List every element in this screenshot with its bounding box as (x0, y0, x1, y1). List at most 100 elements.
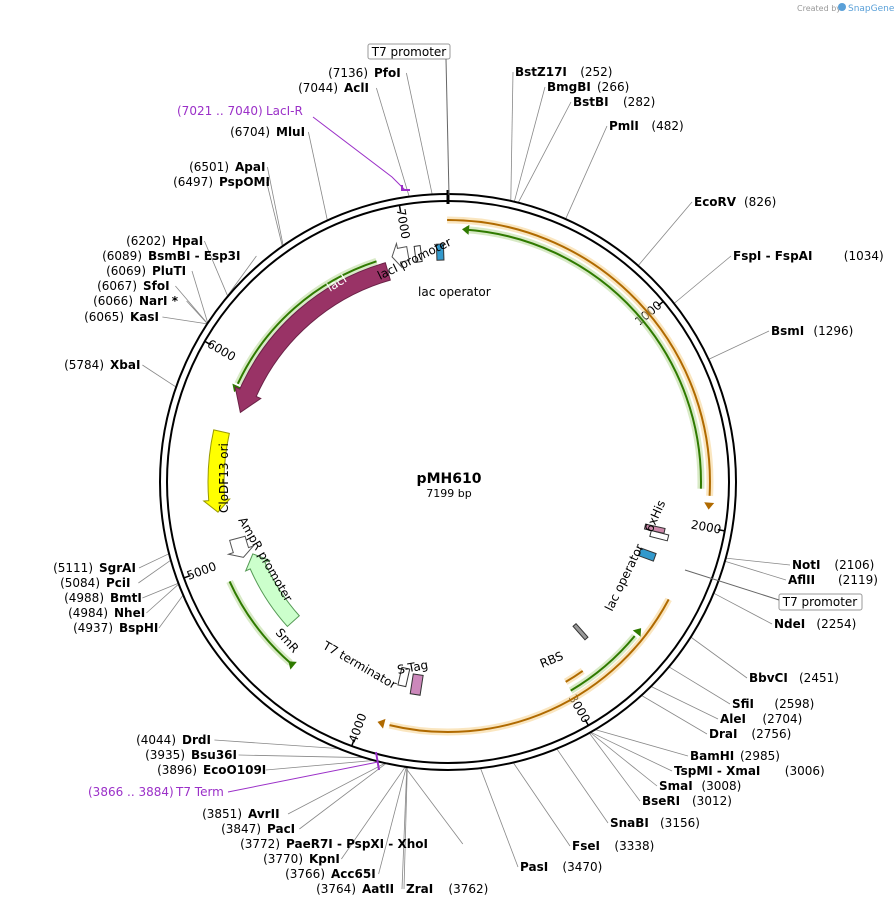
site-leader (595, 729, 689, 757)
restriction-site-fsei[interactable]: FseI(3338) (572, 839, 654, 853)
restriction-site-pasi[interactable]: PasI(3470) (520, 860, 602, 874)
orf-bottom-green-a[interactable] (570, 635, 636, 692)
restriction-site-sgrai[interactable]: SgrAI(5111) (53, 561, 136, 575)
orf-bottom-orange-halo (388, 597, 672, 736)
site-leader (404, 766, 464, 845)
restriction-site-fspi[interactable]: FspI - FspAI(1034) (733, 249, 884, 263)
site-position: (2254) (816, 617, 856, 631)
s-tag-feature[interactable] (409, 673, 424, 696)
lac-operator-top-feature[interactable] (435, 243, 445, 261)
site-name: TspMI - XmaI (674, 764, 760, 778)
restriction-site-bsphi[interactable]: BspHI(4937) (73, 621, 158, 635)
t7-promoter-top-label[interactable]: T7 promoter (371, 45, 447, 59)
t7-promoter-right-leader (684, 569, 780, 601)
restriction-site-acli[interactable]: AclI(7044) (298, 81, 369, 95)
restriction-site-ecorv[interactable]: EcoRV(826) (694, 195, 776, 209)
site-name: PmlI (609, 119, 639, 133)
restriction-site-snabi[interactable]: SnaBI(3156) (610, 816, 700, 830)
t7-term-range: (3866 .. 3884) (88, 785, 174, 799)
site-name: EcoO109I (203, 763, 266, 777)
site-name: PciI (106, 576, 131, 590)
ampr-promoter-arrow[interactable] (226, 535, 255, 558)
restriction-site-mlui[interactable]: MluI(6704) (230, 125, 305, 139)
restriction-site-bbvci[interactable]: BbvCI(2451) (749, 671, 839, 685)
laci-arrow[interactable] (234, 262, 391, 414)
t7-promoter-right-box[interactable] (778, 593, 863, 611)
his-tag-feature[interactable] (643, 523, 666, 535)
restriction-site-pmli[interactable]: PmlI(482) (609, 119, 684, 133)
restriction-site-sfii[interactable]: SfiI(2598) (732, 697, 814, 711)
restriction-site-aflii[interactable]: AflII(2119) (788, 573, 878, 587)
restriction-site-bmgbi[interactable]: BmgBI(266) (547, 80, 629, 94)
site-position: (3012) (692, 794, 732, 808)
site-position: (282) (623, 95, 655, 109)
restriction-site-bamhi[interactable]: BamHI(2985) (690, 749, 780, 763)
restriction-site-bsmi[interactable]: BsmI(1296) (771, 324, 853, 338)
restriction-site-nari[interactable]: NarI *(6066) (93, 294, 179, 308)
restriction-site-pspomi[interactable]: PspOMI(6497) (173, 175, 270, 189)
restriction-site-pcii[interactable]: PciI(5084) (60, 576, 130, 590)
restriction-site-hpai[interactable]: HpaI(6202) (126, 234, 203, 248)
restriction-site-bsu36i[interactable]: Bsu36I(3935) (145, 748, 237, 762)
lac-operator-right-feature[interactable] (637, 547, 657, 562)
site-name: KasI (130, 310, 159, 324)
bp-tick-label: 2000 (690, 518, 723, 537)
restriction-site-bseri[interactable]: BseRI(3012) (642, 794, 732, 808)
restriction-site-drdi[interactable]: DrdI(4044) (136, 733, 211, 747)
restriction-site-avrii[interactable]: AvrII(3851) (202, 807, 279, 821)
restriction-site-bmti[interactable]: BmtI(4988) (64, 591, 142, 605)
orf-outer-right[interactable] (447, 218, 711, 496)
smr-arrow[interactable] (244, 553, 301, 628)
orf-inner-right[interactable] (465, 228, 702, 489)
cdf-ori-arrow[interactable] (202, 429, 231, 513)
site-name: FspI - FspAI (733, 249, 812, 263)
site-name: Bsu36I (191, 748, 237, 762)
restriction-site-zrai[interactable]: ZraI(3762) (406, 882, 488, 896)
restriction-site-kasi[interactable]: KasI(6065) (84, 310, 159, 324)
restriction-site-pfoi[interactable]: PfoI(7136) (328, 66, 401, 80)
restriction-site-alei[interactable]: AleI(2704) (720, 712, 802, 726)
restriction-site-kpni[interactable]: KpnI(3770) (263, 852, 340, 866)
laci-r-range: (7021 .. 7040) (177, 104, 263, 118)
orf-smr-green[interactable] (228, 580, 292, 664)
site-position: (6497) (173, 175, 213, 189)
bp-tick-label: 4000 (346, 711, 370, 744)
t7-promoter-top-box[interactable] (367, 43, 451, 60)
restriction-site-paci[interactable]: PacI(3847) (221, 822, 295, 836)
restriction-site-xbai[interactable]: XbaI(5784) (64, 358, 140, 372)
t7-promoter-right-label[interactable]: T7 promoter (782, 595, 858, 609)
t7-term-name[interactable]: T7 Term (175, 785, 224, 799)
laci-r-name[interactable]: LacI-R (266, 104, 303, 118)
site-leader (158, 594, 184, 629)
site-leader (589, 732, 658, 787)
restriction-site-pluti[interactable]: PluTI(6069) (106, 264, 186, 278)
restriction-site-apai[interactable]: ApaI(6501) (189, 160, 265, 174)
restriction-site-bstbi[interactable]: BstBI(282) (573, 95, 655, 109)
t7-terminator-feature[interactable] (397, 666, 411, 688)
restriction-site-bsmbi[interactable]: BsmBI - Esp3I(6089) (102, 249, 240, 263)
restriction-site-noti[interactable]: NotI(2106) (792, 558, 874, 572)
restriction-site-ecoo109i[interactable]: EcoO109I(3896) (157, 763, 266, 777)
site-name: BsmI (771, 324, 804, 338)
rbs-feature[interactable] (572, 622, 589, 641)
restriction-site-acc65i[interactable]: Acc65I(3766) (285, 867, 376, 881)
restriction-site-tspmi[interactable]: TspMI - XmaI(3006) (674, 764, 825, 778)
restriction-site-aatii[interactable]: AatII(3764) (316, 882, 394, 896)
orf-bottom-orange[interactable] (389, 598, 670, 733)
orf-bottom-orange-small[interactable] (565, 670, 584, 683)
restriction-site-drai[interactable]: DraI(2756) (709, 727, 791, 741)
site-position: (6704) (230, 125, 270, 139)
restriction-site-bstz17i[interactable]: BstZ17I(252) (515, 65, 612, 79)
lac-operator-top-white[interactable] (413, 245, 423, 263)
restriction-site-ndei[interactable]: NdeI(2254) (774, 617, 856, 631)
restriction-site-nhei[interactable]: NheI(4984) (68, 606, 145, 620)
restriction-site-smai[interactable]: SmaI(3008) (659, 779, 741, 793)
orf-laci-green[interactable] (236, 260, 377, 385)
laci-promoter-arrow[interactable] (391, 241, 410, 269)
restriction-site-paer7i[interactable]: PaeR7I - PspXI - XhoI(3772) (240, 837, 428, 851)
site-leader (138, 553, 170, 569)
site-name: BspHI (119, 621, 158, 635)
restriction-site-sfoi[interactable]: SfoI(6067) (97, 279, 169, 293)
site-leader (378, 766, 407, 875)
